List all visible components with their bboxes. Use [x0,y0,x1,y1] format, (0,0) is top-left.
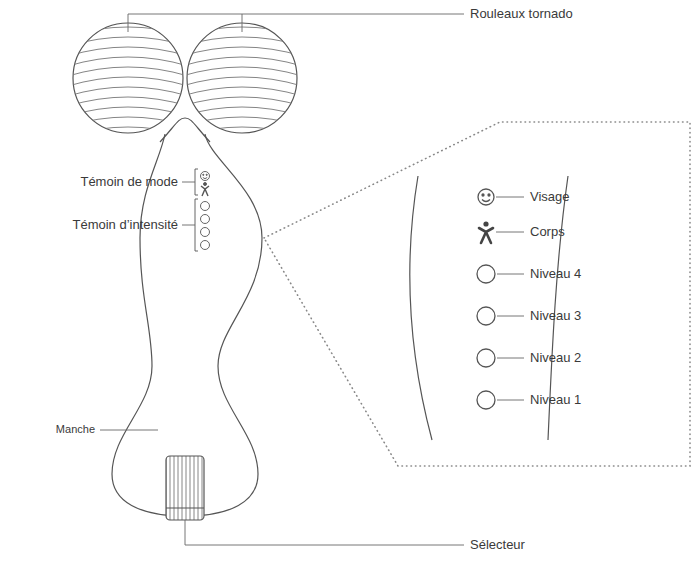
part-label: Niveau 3 [530,308,581,324]
bracket [195,169,198,195]
zoom-outline [264,122,690,466]
roller-ridges [182,27,302,136]
part-label: Rouleaux tornado [470,6,573,22]
zoom-handle-edge [410,176,432,440]
part-label: Corps [530,224,565,240]
level-light [477,265,495,409]
part-label: Sélecteur [470,537,525,553]
face-icon [478,189,494,205]
part-label: Témoin d’intensité [73,217,179,233]
fork-notch [160,118,210,142]
part-label: Témoin de mode [80,174,178,190]
part-label: Niveau 4 [530,266,581,282]
part-label: Niveau 2 [530,350,581,366]
leader-line [496,197,524,400]
roller-ridges [68,27,188,136]
leader-line [100,14,464,545]
body-icon [479,221,493,243]
selector-wheel [166,456,204,520]
mode-indicator [201,172,210,197]
intensity-indicator [201,202,210,250]
part-label: Manche [56,423,95,436]
roller-left [73,23,183,133]
part-label: Visage [530,189,570,205]
part-label: Niveau 1 [530,392,581,408]
bracket [195,199,198,251]
roller-right [187,23,297,133]
